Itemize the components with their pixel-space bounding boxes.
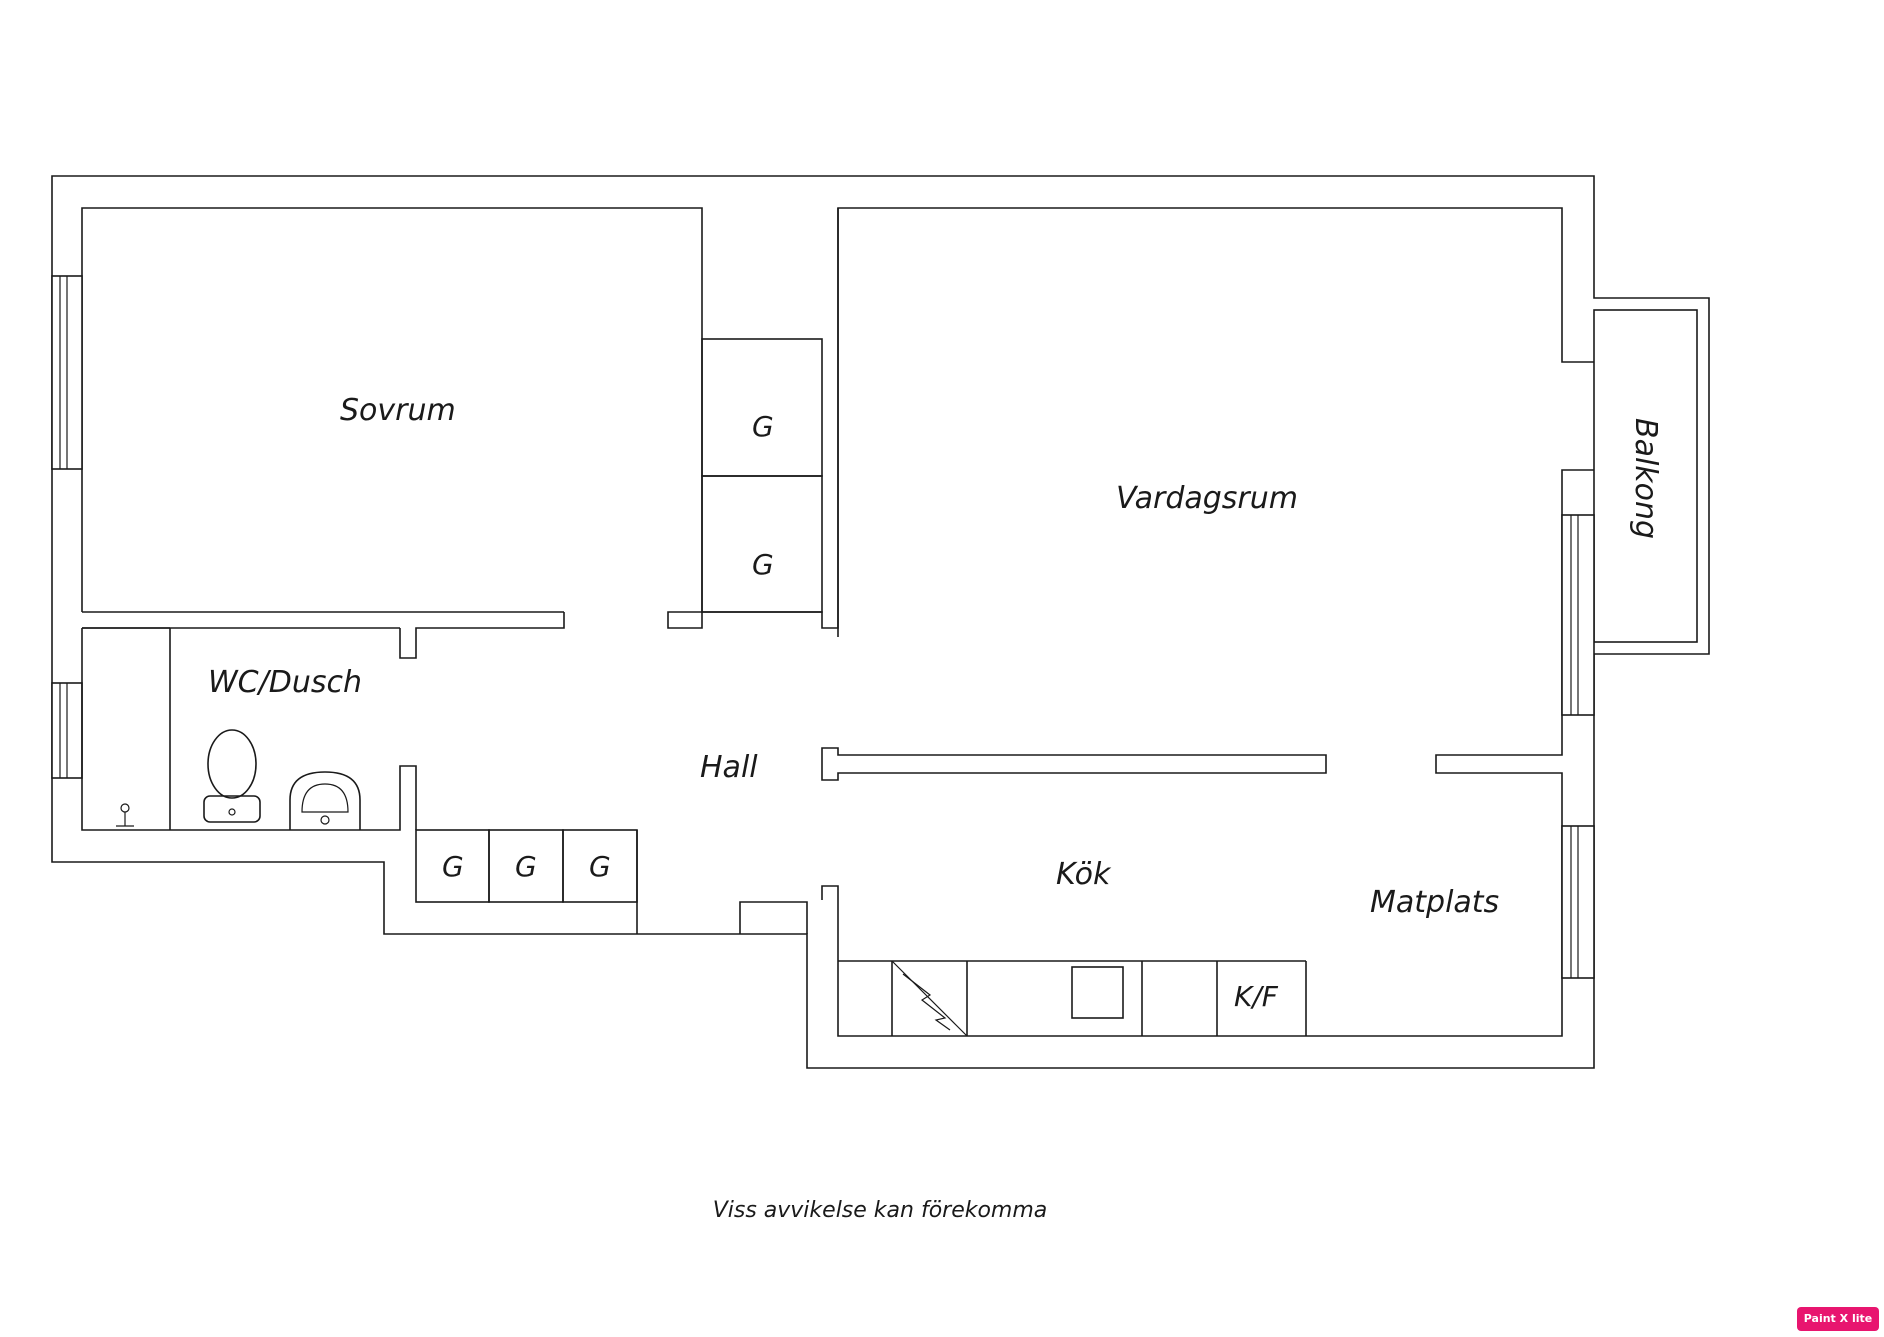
window-sovrum (51, 275, 83, 470)
sovrum-wall-stub (399, 612, 565, 659)
fridge-freezer-label: K/F (1234, 980, 1279, 1013)
dishwasher-icon (891, 960, 968, 1037)
stove-icon (1071, 966, 1124, 1019)
watermark-badge: Paint X lite (1797, 1307, 1879, 1331)
sovrum-wall-right-stub (667, 611, 703, 629)
wc-label: WC/Dusch (208, 665, 362, 700)
kitchen-counter (838, 960, 1307, 1036)
window-wc (51, 682, 83, 779)
window-vardagsrum (1561, 514, 1595, 716)
closet-label-2: G (752, 548, 774, 581)
matplats-label: Matplats (1370, 885, 1499, 920)
sovrum-label: Sovrum (340, 393, 456, 428)
toilet-icon (203, 729, 261, 823)
kitchen-divider-wall (821, 747, 1327, 781)
outer-wall (51, 175, 1710, 1069)
balkong-label: Balkong (1628, 418, 1663, 539)
vardagsrum-label: Vardagsrum (1116, 481, 1298, 516)
closet-label-1: G (752, 410, 774, 443)
closet-label-3: G (442, 850, 464, 883)
sink-icon (289, 771, 361, 830)
window-matplats (1561, 825, 1595, 979)
balcony-inner (1593, 309, 1698, 643)
closet-label-5: G (589, 850, 611, 883)
disclaimer-text: Viss avvikelse kan förekomma (712, 1198, 1048, 1223)
wc-room (81, 628, 417, 831)
hall-entry-wall (739, 901, 808, 934)
kok-label: Kök (1056, 857, 1112, 892)
closet-label-4: G (515, 850, 537, 883)
hall-label: Hall (700, 750, 758, 785)
shower-tap-icon (116, 803, 134, 827)
vardagsrum-room (837, 207, 1594, 637)
